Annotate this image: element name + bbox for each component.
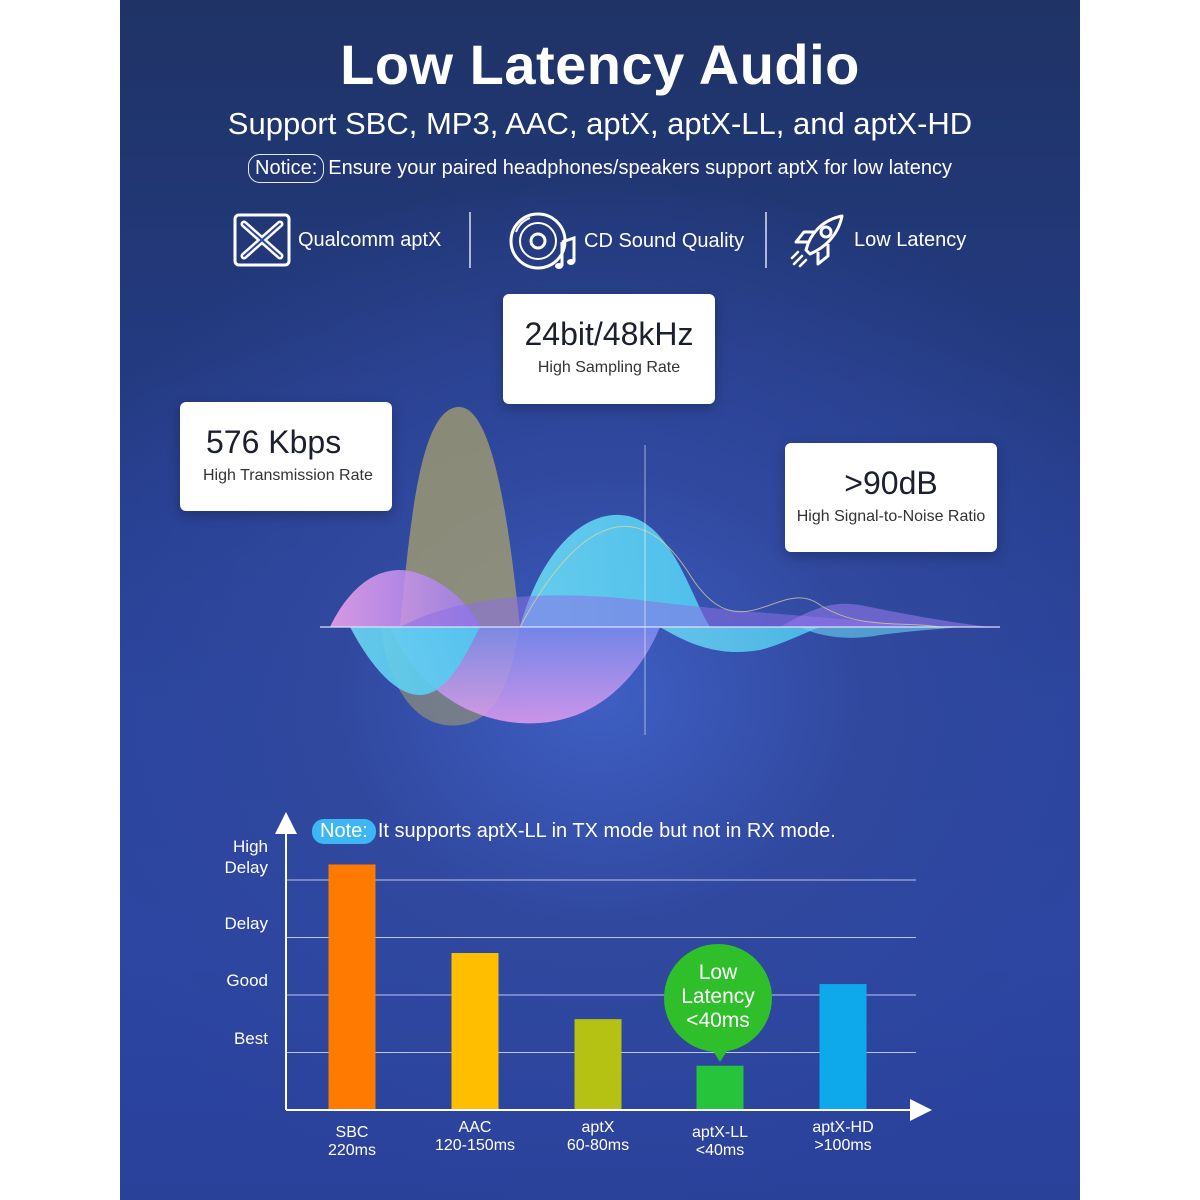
spec-label: High Signal-to-Noise Ratio bbox=[796, 508, 986, 525]
bar-4 bbox=[819, 984, 867, 1110]
x-axis-arrow bbox=[910, 1099, 932, 1121]
spec-value: 24bit/48kHz bbox=[524, 316, 694, 352]
feature-label-cd: CD Sound Quality bbox=[584, 229, 745, 252]
spec-label: High Sampling Rate bbox=[537, 359, 681, 376]
bar-1 bbox=[451, 953, 499, 1110]
latency-chart bbox=[275, 812, 932, 1121]
spec-value: 576 Kbps bbox=[206, 424, 342, 460]
feature-divider bbox=[469, 212, 471, 268]
y-tick-label: Delay bbox=[224, 913, 268, 933]
feature-label-aptx: Qualcomm aptX bbox=[298, 228, 442, 251]
feature-divider bbox=[765, 212, 767, 268]
spec-card-transmission: 576 Kbps High Transmission Rate bbox=[180, 402, 392, 511]
feature-aptx: Qualcomm aptX bbox=[232, 212, 441, 268]
spec-card-sampling: 24bit/48kHz High Sampling Rate bbox=[503, 294, 715, 404]
y-axis-arrow bbox=[275, 812, 297, 834]
poster-panel: Low Latency Audio Support SBC, MP3, AAC,… bbox=[120, 0, 1080, 1200]
feature-latency: Low Latency bbox=[788, 212, 966, 268]
note-text: It supports aptX-LL in TX mode but not i… bbox=[377, 820, 836, 842]
notice-tag: Notice: bbox=[248, 154, 325, 183]
x-tick-label: aptX-LL<40ms bbox=[691, 1124, 749, 1159]
y-tick-label: Best bbox=[233, 1028, 268, 1048]
note-tag: Note: bbox=[312, 819, 376, 844]
spec-label: High Transmission Rate bbox=[203, 467, 373, 484]
rocket-icon bbox=[790, 214, 844, 268]
notice-row: Notice:Ensure your paired headphones/spe… bbox=[120, 154, 1080, 183]
page-subtitle: Support SBC, MP3, AAC, aptX, aptX-LL, an… bbox=[227, 106, 973, 141]
bar-2 bbox=[574, 1019, 622, 1110]
note-row: Note:It supports aptX-LL in TX mode but … bbox=[312, 819, 836, 844]
aptx-logo-icon bbox=[233, 213, 291, 267]
page-title: Low Latency Audio bbox=[340, 33, 860, 96]
y-tick-label: Good bbox=[226, 971, 268, 990]
waveform-graphic bbox=[320, 406, 1000, 735]
chart-bars bbox=[328, 864, 867, 1110]
cd-music-icon bbox=[509, 212, 576, 270]
bar-0 bbox=[328, 864, 376, 1110]
notice-text: Ensure your paired headphones/speakers s… bbox=[328, 157, 952, 179]
spec-value: >90dB bbox=[844, 465, 938, 501]
bar-3 bbox=[696, 1065, 744, 1110]
spec-card-snr: >90dB High Signal-to-Noise Ratio bbox=[785, 443, 997, 552]
feature-label-latency: Low Latency bbox=[854, 228, 967, 251]
feature-cd: CD Sound Quality bbox=[508, 210, 744, 272]
x-tick-label: aptX-HD>100ms bbox=[812, 1119, 874, 1154]
